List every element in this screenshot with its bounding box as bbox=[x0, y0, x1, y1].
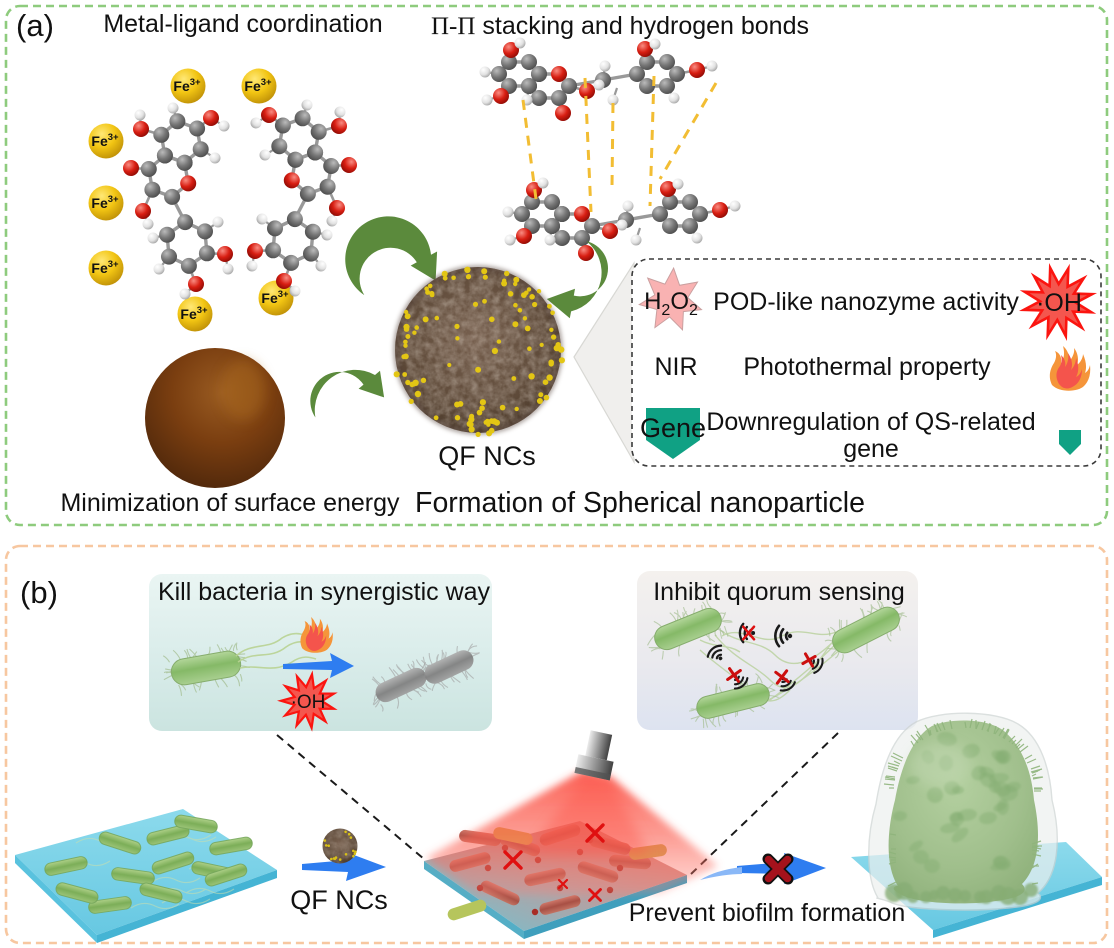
svg-text:QF NCs: QF NCs bbox=[438, 441, 536, 471]
svg-text:Photothermal property: Photothermal property bbox=[743, 353, 991, 381]
svg-text:POD-like nanozyme activity: POD-like nanozyme activity bbox=[713, 288, 1019, 316]
svg-text:·OH: ·OH bbox=[1036, 289, 1082, 317]
svg-text:Gene: Gene bbox=[640, 413, 706, 443]
svg-text:Minimization of surface energy: Minimization of surface energy bbox=[60, 489, 400, 517]
svg-text:·OH: ·OH bbox=[291, 692, 326, 713]
svg-text:(b): (b) bbox=[20, 575, 58, 610]
svg-text:Π-Π stacking and hydrogen bond: Π-Π stacking and hydrogen bonds bbox=[431, 12, 809, 40]
svg-text:Kill bacteria in synergistic w: Kill bacteria in synergistic way bbox=[158, 578, 491, 606]
svg-text:gene: gene bbox=[843, 435, 899, 463]
svg-text:Prevent biofilm formation: Prevent biofilm formation bbox=[629, 899, 906, 927]
svg-text:(a): (a) bbox=[16, 8, 54, 43]
svg-text:NIR: NIR bbox=[654, 353, 697, 381]
svg-text:Formation of Spherical nanopar: Formation of Spherical nanoparticle bbox=[415, 487, 865, 519]
svg-text:Inhibit quorum sensing: Inhibit quorum sensing bbox=[653, 578, 905, 606]
svg-text:Downregulation of QS-related: Downregulation of QS-related bbox=[706, 408, 1035, 436]
svg-text:QF NCs: QF NCs bbox=[290, 885, 388, 915]
svg-text:Metal-ligand coordination: Metal-ligand coordination bbox=[103, 10, 382, 38]
